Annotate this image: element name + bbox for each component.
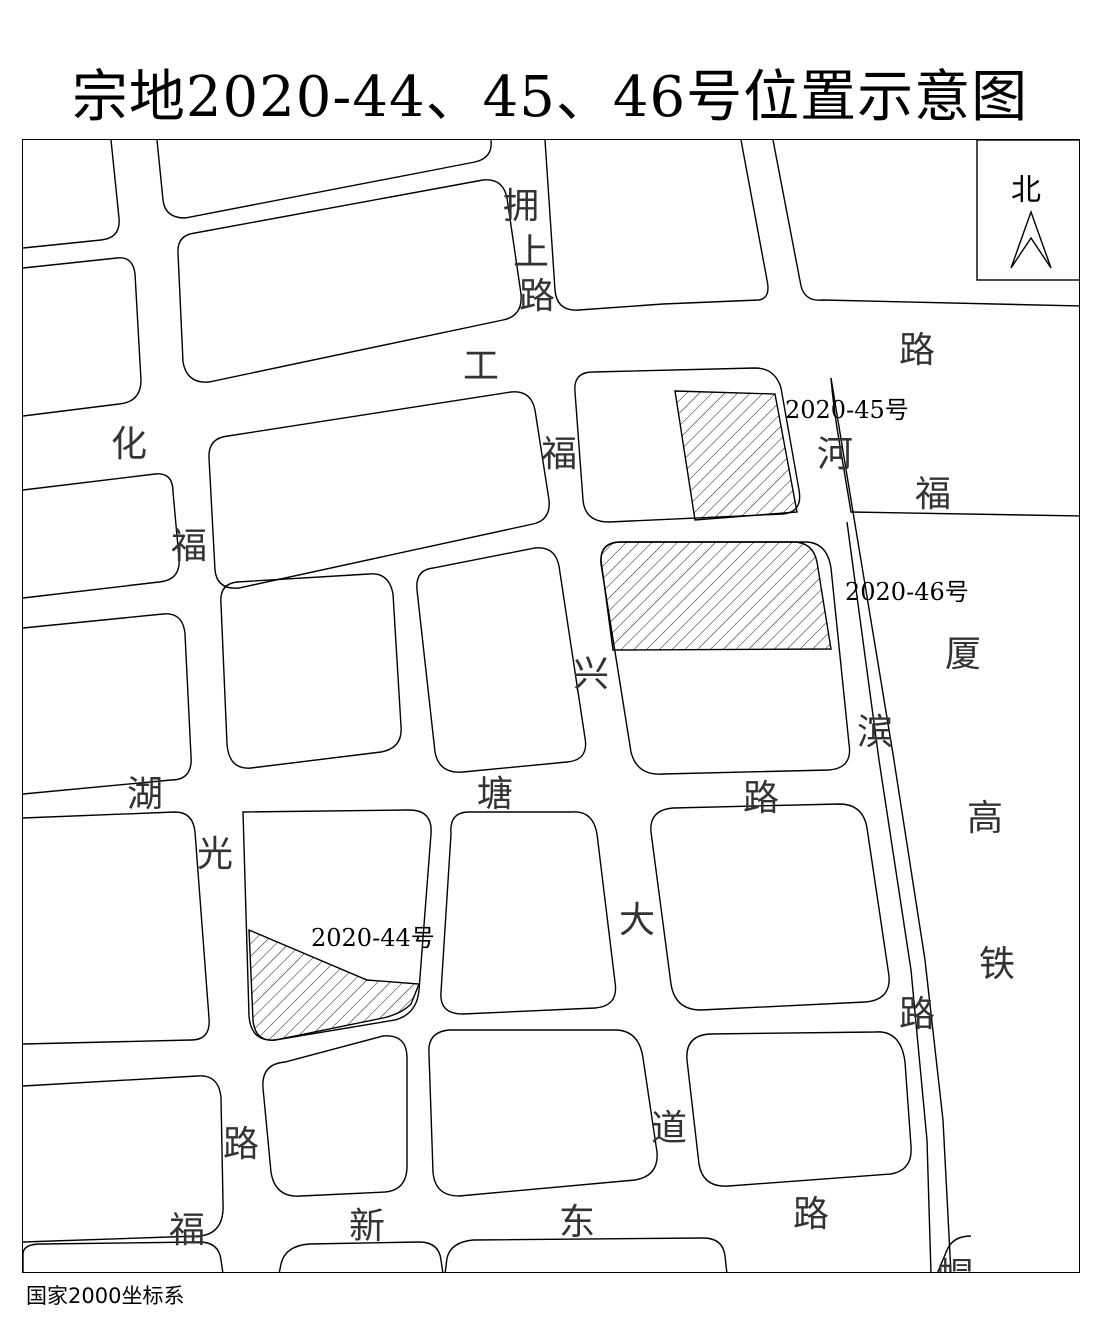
city-block — [23, 613, 192, 795]
city-block — [574, 367, 801, 523]
road-char: 大 — [619, 900, 655, 941]
road-char: 路 — [899, 994, 935, 1035]
city-block — [416, 547, 587, 773]
road-char: 拥 — [503, 186, 539, 227]
road-char: 帽 — [937, 1256, 973, 1273]
parcels — [248, 390, 832, 1041]
road-char: 塘 — [477, 774, 513, 815]
city-block — [544, 140, 769, 311]
road-char: 路 — [519, 276, 555, 317]
city-block — [177, 179, 522, 383]
road-char: 兴 — [573, 654, 609, 695]
city-block — [686, 1031, 912, 1187]
road-char: 光 — [197, 834, 233, 875]
road-char: 路 — [223, 1124, 259, 1165]
road-char: 铁 — [979, 944, 1015, 985]
north-label: 北 — [1011, 173, 1041, 208]
city-block — [440, 811, 617, 1015]
road-char: 福 — [915, 474, 951, 515]
rail-corridor-edge — [846, 521, 932, 1272]
north-arrow: 北 — [976, 140, 1079, 281]
rail-corridor-edge — [830, 377, 952, 1272]
map-frame: 2020-45号 2020-46号 2020-44号 北 拥 上 路 工 福 路… — [22, 139, 1080, 1273]
city-block — [650, 803, 890, 1011]
road-char: 东 — [559, 1202, 595, 1243]
road-char: 福 — [541, 434, 577, 475]
city-block — [937, 1235, 972, 1272]
city-block — [23, 811, 210, 1045]
road-char: 化 — [111, 424, 147, 465]
parcel-46-label: 2020-46号 — [845, 578, 969, 606]
city-block — [262, 1035, 408, 1197]
road-char: 福 — [171, 526, 207, 567]
parcel-46-shape — [600, 541, 832, 651]
road-char: 上 — [513, 232, 549, 273]
road-char: 新 — [349, 1206, 385, 1247]
north-arrow-icon — [1010, 209, 1052, 269]
coordinate-system-note: 国家2000坐标系 — [26, 1284, 185, 1308]
city-block — [428, 1029, 658, 1197]
city-block — [444, 1237, 728, 1272]
road-char: 湖 — [127, 774, 163, 815]
city-block — [156, 140, 492, 219]
city-block — [220, 573, 402, 769]
city-block — [23, 257, 142, 417]
road-labels: 拥 上 路 工 福 路 化 福 湖 光 路 兴 塘 路 河 福 路 厦 滨 高 … — [111, 186, 1015, 1273]
road-char: 福 — [169, 1210, 205, 1251]
road-char: 厦 — [945, 634, 981, 675]
road-char: 路 — [899, 330, 935, 371]
parcel-45-shape — [674, 390, 798, 521]
city-block — [278, 1241, 444, 1272]
parcel-44-label: 2020-44号 — [311, 924, 435, 952]
road-char: 河 — [817, 434, 853, 475]
road-char: 高 — [967, 798, 1003, 839]
road-char: 滨 — [857, 712, 893, 753]
road-char: 路 — [793, 1194, 829, 1235]
city-blocks — [23, 140, 1079, 1272]
city-block — [23, 473, 180, 599]
city-block — [23, 1075, 224, 1243]
city-block — [772, 140, 1079, 307]
city-block — [23, 140, 120, 249]
city-block — [208, 391, 550, 589]
street-map: 2020-45号 2020-46号 2020-44号 北 拥 上 路 工 福 路… — [23, 140, 1079, 1273]
map-title: 宗地2020-44、45、46号位置示意图 — [71, 65, 1029, 130]
road-char: 路 — [743, 778, 779, 819]
road-char: 工 — [463, 346, 499, 387]
city-block — [23, 1241, 224, 1272]
road-char: 道 — [651, 1108, 687, 1149]
parcel-44-shape — [248, 928, 421, 1041]
city-block — [242, 809, 432, 1041]
parcel-45-label: 2020-45号 — [785, 396, 909, 424]
